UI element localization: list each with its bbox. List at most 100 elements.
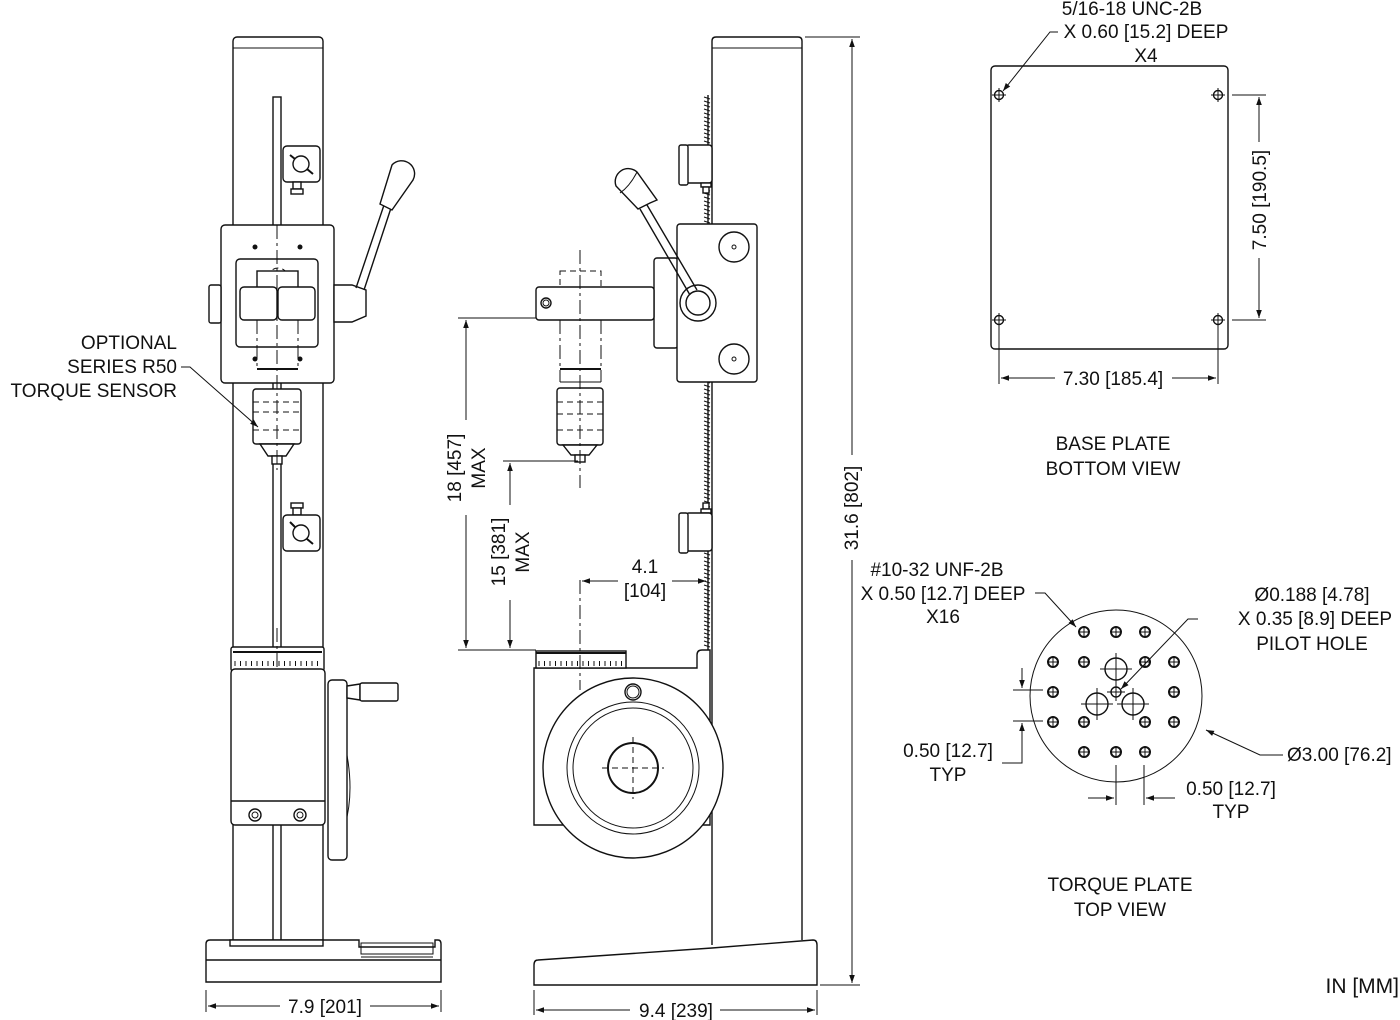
side-width-label: 9.4 [239]: [639, 1001, 713, 1020]
rack-tooth: [703, 584, 711, 588]
rack-tooth: [703, 468, 711, 472]
rack-tooth: [703, 592, 711, 596]
rack-tooth: [703, 412, 711, 416]
rack-tooth: [703, 216, 711, 220]
rack-tooth: [703, 432, 711, 436]
upper-stop-clamp: [282, 145, 321, 195]
rack-tooth: [703, 484, 711, 488]
torque-plate-title-1: TORQUE PLATE: [1048, 875, 1193, 896]
rack-tooth: [703, 556, 711, 560]
vertical-spacing-2: TYP: [930, 765, 967, 786]
rack-tooth: [703, 608, 711, 612]
base-title-1: BASE PLATE: [1056, 434, 1171, 455]
rack-tooth: [703, 400, 711, 404]
rack-tooth: [703, 396, 711, 400]
sensor-callout-line-3: TORQUE SENSOR: [11, 381, 177, 402]
locator-pins: [1081, 653, 1149, 720]
rack-tooth: [703, 640, 711, 644]
rack-tooth: [703, 620, 711, 624]
side-torque-sensor: [556, 250, 604, 488]
rack-tooth: [703, 408, 711, 412]
pilot-callout-3: PILOT HOLE: [1256, 634, 1368, 655]
rack-tooth: [703, 452, 711, 456]
vertical-spacing-1: 0.50 [12.7]: [903, 741, 993, 762]
side-carriage: [535, 167, 758, 383]
rack-tooth: [703, 444, 711, 448]
rack-tooth: [703, 428, 711, 432]
rack-tooth: [703, 388, 711, 392]
pilot-callout-1: Ø0.188 [4.78]: [1254, 585, 1369, 606]
front-view: 7.9 [201] OPTIONAL SERIES R50 TORQUE SEN…: [11, 36, 442, 1018]
rack-tooth: [703, 96, 711, 100]
rack-tooth: [703, 116, 711, 120]
rack-tooth: [703, 472, 711, 476]
side-upper-clamp: [678, 144, 713, 194]
torque-plate-title-2: TOP VIEW: [1074, 900, 1166, 921]
rack-tooth: [703, 196, 711, 200]
base-hole-callout-2: X 0.60 [15.2] DEEP: [1064, 22, 1229, 43]
horizontal-spacing-1: 0.50 [12.7]: [1186, 779, 1276, 800]
sensor-callout: OPTIONAL SERIES R50 TORQUE SENSOR: [11, 333, 259, 428]
rack-tooth: [703, 208, 711, 212]
side-handwheel: [542, 677, 724, 859]
rack-tooth: [703, 612, 711, 616]
rack-tooth: [703, 132, 711, 136]
rack-tooth: [703, 572, 711, 576]
throat-value: 4.1: [632, 557, 658, 578]
rack-tooth: [703, 404, 711, 408]
rack-tooth: [703, 204, 711, 208]
front-width-dimension: 7.9 [201]: [205, 990, 442, 1018]
rack-tooth: [703, 616, 711, 620]
thread-callout-2: X 0.50 [12.7] DEEP: [861, 584, 1026, 605]
rack-tooth: [703, 604, 711, 608]
pilot-callout-2: X 0.35 [8.9] DEEP: [1238, 609, 1392, 630]
rack-tooth: [703, 100, 711, 104]
front-width-label: 7.9 [201]: [288, 997, 362, 1018]
base-plate-bottom-view: 5/16-18 UNC-2B X 0.60 [15.2] DEEP X4 7.5…: [990, 0, 1271, 480]
rack-tooth: [703, 480, 711, 484]
rack-tooth: [703, 200, 711, 204]
rack-tooth: [703, 128, 711, 132]
rack-tooth: [703, 420, 711, 424]
side-height-dimension: 31.6 [802]: [805, 36, 863, 986]
rack-tooth: [703, 600, 711, 604]
max-travel-15-max: MAX: [513, 531, 534, 573]
rack-tooth: [703, 424, 711, 428]
max-travel-15-value: 15 [381]: [489, 518, 510, 587]
rack-tooth: [703, 644, 711, 648]
thread-callout-3: X16: [926, 607, 960, 628]
throat-value-mm: [104]: [624, 581, 666, 602]
base-hole-callout-1: 5/16-18 UNC-2B: [1062, 0, 1202, 20]
rack-tooth: [703, 212, 711, 216]
rack-tooth: [703, 576, 711, 580]
base-hole-callout-3: X4: [1134, 46, 1158, 67]
throat-dimension: 4.1 [104]: [582, 557, 706, 602]
diameter-callout: Ø3.00 [76.2]: [1287, 745, 1392, 766]
rack-tooth: [703, 564, 711, 568]
front-torque-sensor: [252, 225, 302, 470]
rack-tooth: [703, 492, 711, 496]
rack-tooth: [703, 440, 711, 444]
rack-tooth: [703, 552, 711, 556]
rack-tooth: [703, 120, 711, 124]
rack-tooth: [703, 416, 711, 420]
rack-tooth: [703, 588, 711, 592]
rack-tooth: [703, 112, 711, 116]
side-column: [711, 36, 803, 945]
rack-tooth: [703, 628, 711, 632]
rack-tooth: [703, 392, 711, 396]
rack-tooth: [703, 436, 711, 440]
base-height-label: 7.50 [190.5]: [1250, 150, 1271, 250]
rack-tooth: [703, 560, 711, 564]
rack-tooth: [703, 488, 711, 492]
side-view: 31.6 [802] 9.4 [239] 18 [457] MAX 15 [38…: [445, 36, 863, 1020]
side-width-dimension: 9.4 [239]: [533, 990, 818, 1020]
rack-tooth: [703, 596, 711, 600]
rack-tooth: [703, 476, 711, 480]
front-lower-housing: [230, 668, 326, 826]
side-height-label: 31.6 [802]: [842, 466, 863, 551]
rack-tooth: [703, 124, 711, 128]
rack-tooth: [703, 108, 711, 112]
max-travel-18-value: 18 [457]: [445, 434, 466, 503]
rack-tooth: [703, 220, 711, 224]
